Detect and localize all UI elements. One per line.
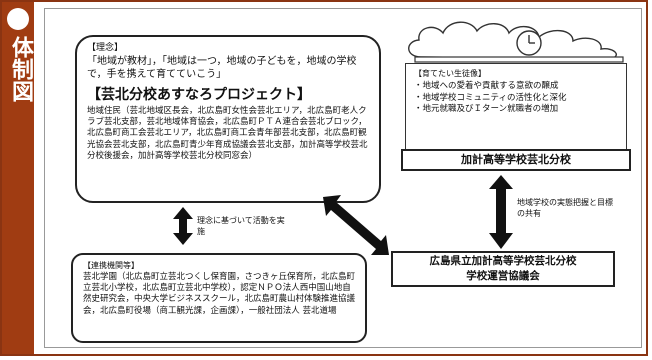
cloud-clock-illustration	[408, 21, 624, 63]
goals-list: ・地域への愛着や貢献する意欲の醸成 ・地域学校コミュニティの活性化と深化 ・地元…	[414, 81, 618, 116]
right-double-arrow	[489, 175, 513, 249]
principle-text: 「地域が教材」，「地域は一つ，地域の子どもを，地域の学校で，手を携えて育てていこ…	[87, 56, 357, 80]
project-title: 【芸北分校あすなろプロジェクト】	[87, 87, 311, 103]
council-line-2: 学校運営協議会	[466, 270, 540, 282]
council-line-1: 広島県立加計高等学校芸北分校	[429, 255, 577, 267]
school-name-bar: 加計高等学校芸北分校	[401, 149, 631, 171]
principle-box: 【理念】 「地域が教材」，「地域は一つ，地域の子どもを，地域の学校で，手を携えて…	[75, 35, 381, 203]
cloud-shape	[408, 21, 618, 60]
diagonal-double-arrow	[323, 195, 389, 255]
partners-text: 芸北学園（北広島町立芸北つくし保育園，さつきヶ丘保育所，北広島町立芸北小学校，北…	[83, 272, 356, 316]
sidebar: 体制図	[2, 2, 34, 354]
left-double-arrow	[173, 207, 193, 245]
goals-box: 【育てたい生徒像】 ・地域への愛着や貢献する意欲の醸成 ・地域学校コミュニティの…	[405, 63, 627, 149]
arrows-layer	[173, 175, 513, 255]
project-members: 地域住民（芸北地域区長会，北広島町女性会芸北エリア，北広島町老人クラブ芸北支部，…	[87, 106, 368, 161]
goals-item: ・地域への愛着や貢献する意欲の醸成	[414, 81, 559, 91]
partners-label: 【連携機関等】	[83, 261, 139, 270]
goals-item: ・地域学校コミュニティの活性化と深化	[414, 92, 567, 103]
goals-item: ・地元就職及びＩターン就職者の増加	[414, 104, 559, 114]
principle-section-label: 【理念】	[87, 43, 124, 53]
right-arrow-label: 地域学校の実態把握と目標の共有	[517, 198, 613, 218]
sidebar-title: 体制図	[8, 36, 33, 102]
goals-label: 【育てたい生徒像】	[414, 69, 486, 78]
school-building-roof	[414, 56, 624, 63]
diagram-canvas: 【理念】 「地域が教材」，「地域は一つ，地域の子どもを，地域の学校で，手を携えて…	[44, 8, 642, 348]
council-box: 広島県立加計高等学校芸北分校 学校運営協議会	[391, 251, 615, 287]
circle-icon	[7, 8, 29, 30]
left-arrow-label: 理念に基づいて活動を実施	[197, 216, 285, 236]
partners-box: 【連携機関等】 芸北学園（北広島町立芸北つくし保育園，さつきヶ丘保育所，北広島町…	[71, 253, 367, 343]
